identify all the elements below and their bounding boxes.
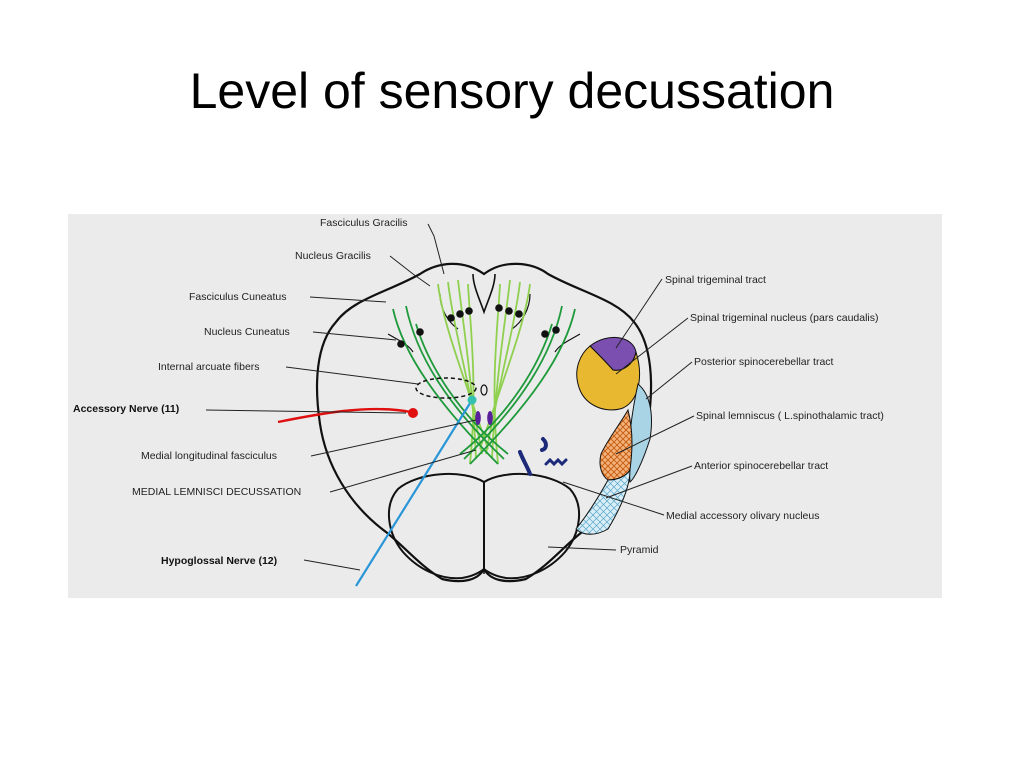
olivary-nucleus-2 <box>540 437 548 452</box>
label-internal-arcuate-fibers: Internal arcuate fibers <box>158 361 260 373</box>
central-canal <box>480 384 488 396</box>
label-accessory-nerve: Accessory Nerve (11) <box>73 403 179 415</box>
posterior-median-sulcus <box>472 273 496 315</box>
medulla-cross-section-svg: Fasciculus Gracilis Nucleus Gracilis Fas… <box>73 217 884 587</box>
label-medial-lemnisci-decussation: MEDIAL LEMNISCI DECUSSATION <box>132 486 301 498</box>
hypoglossal-nucleus <box>467 395 477 405</box>
mlf-right <box>487 411 493 425</box>
label-medial-longitudinal-fasciculus: Medial longitudinal fasciculus <box>141 450 277 462</box>
label-spinal-lemniscus: Spinal lemniscus ( L.spinothalamic tract… <box>696 410 884 422</box>
mlf-left <box>475 411 481 425</box>
nucleus-cuneatus-dots <box>397 326 560 348</box>
cuneate-contour-right <box>554 333 581 353</box>
label-nucleus-gracilis: Nucleus Gracilis <box>295 250 371 262</box>
label-anterior-spinocerebellar-tract: Anterior spinocerebellar tract <box>694 460 828 472</box>
anterior-spinocerebellar-tract <box>575 468 631 535</box>
label-nucleus-cuneatus: Nucleus Cuneatus <box>204 326 290 338</box>
accessory-nerve <box>277 407 412 424</box>
spinal-lemniscus <box>599 408 633 481</box>
label-pyramid: Pyramid <box>620 544 659 556</box>
medulla-diagram: Fasciculus Gracilis Nucleus Gracilis Fas… <box>68 214 942 598</box>
hypoglossal-nerve <box>355 399 473 587</box>
label-medial-accessory-olivary-nucleus: Medial accessory olivary nucleus <box>666 510 819 522</box>
pyramid-left <box>387 472 485 580</box>
olivary-nucleus-3 <box>544 457 568 467</box>
label-hypoglossal-nerve: Hypoglossal Nerve (12) <box>161 555 277 567</box>
accessory-nerve-nucleus <box>408 408 418 418</box>
internal-arcuate-ellipse <box>415 377 477 399</box>
pyramid-right <box>483 472 581 580</box>
label-posterior-spinocerebellar-tract: Posterior spinocerebellar tract <box>694 356 834 368</box>
label-spinal-trigeminal-nucleus: Spinal trigeminal nucleus (pars caudalis… <box>690 312 879 324</box>
label-spinal-trigeminal-tract: Spinal trigeminal tract <box>665 274 766 286</box>
leader-lines <box>205 223 695 571</box>
label-fasciculus-cuneatus: Fasciculus Cuneatus <box>189 291 286 303</box>
label-fasciculus-gracilis: Fasciculus Gracilis <box>320 217 408 229</box>
slide-title: Level of sensory decussation <box>189 63 835 119</box>
gracilis-fibers <box>437 279 531 465</box>
nucleus-gracilis-dots <box>447 304 523 322</box>
olivary-nucleus-1 <box>518 450 532 476</box>
